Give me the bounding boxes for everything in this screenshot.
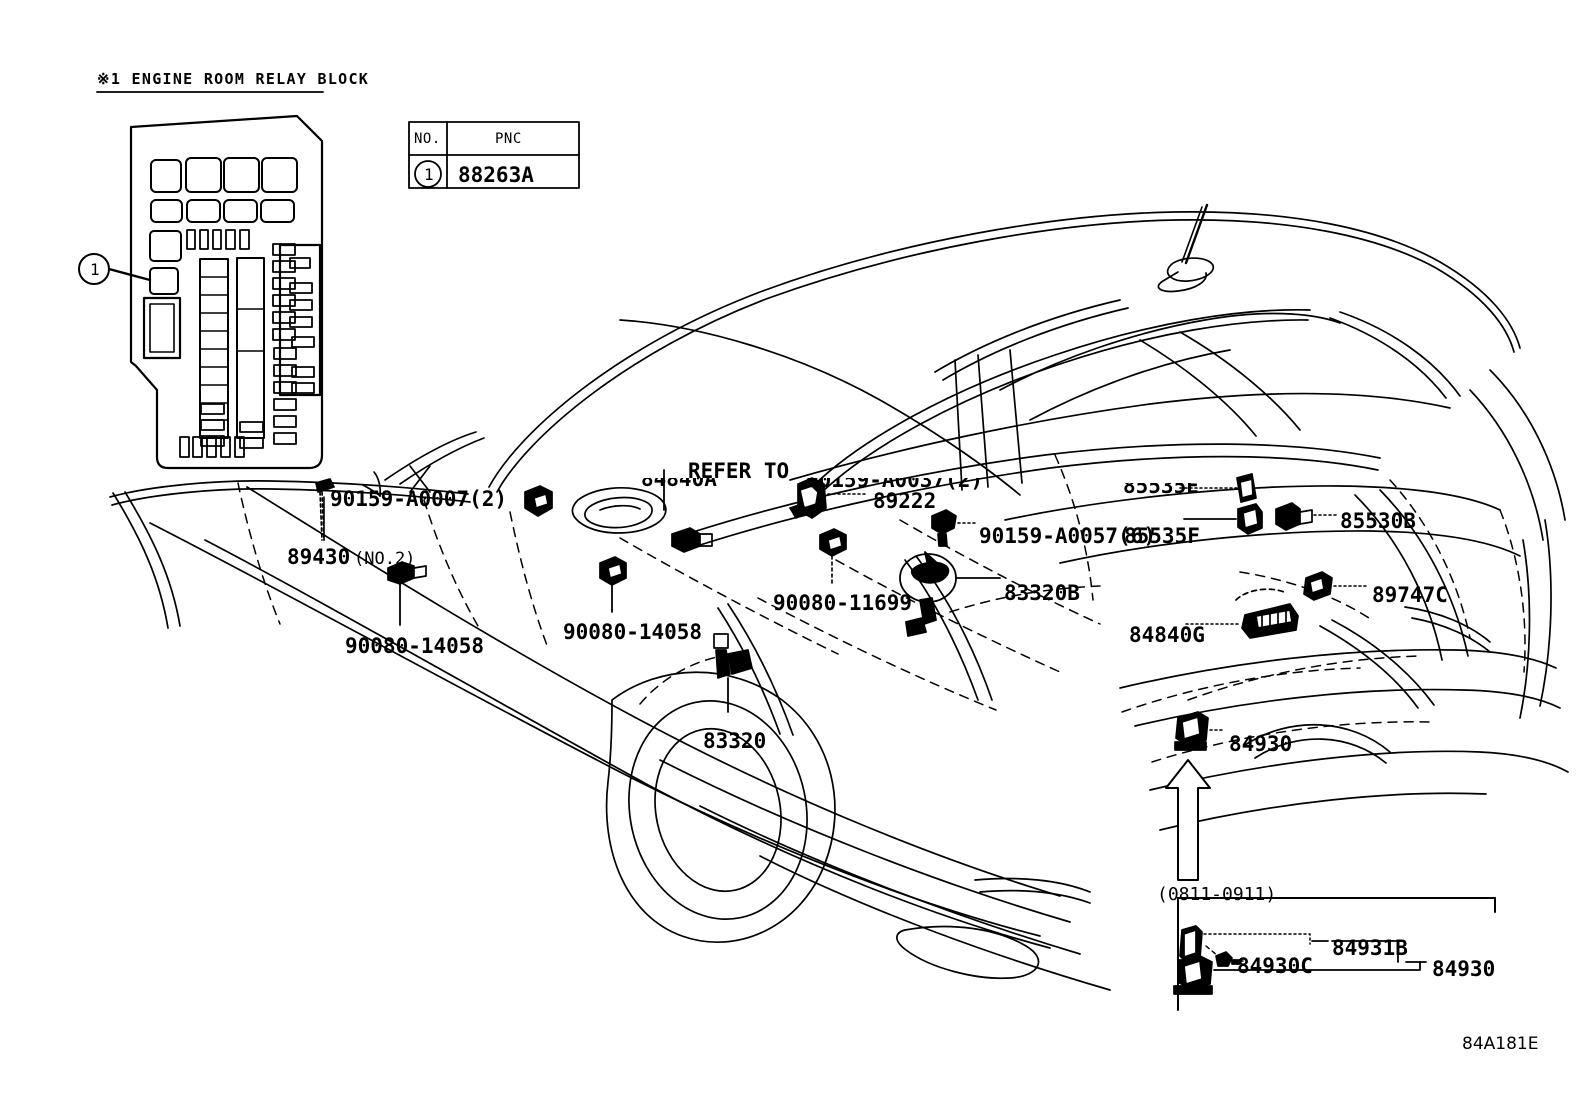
part-icon-84930-detail <box>1173 955 1213 995</box>
section-title: ※1 ENGINE ROOM RELAY BLOCK <box>97 70 370 88</box>
pnc-table-row-pnc: 88263A <box>458 163 534 187</box>
part-icon-90159-A0057 <box>931 509 957 547</box>
pnc-table-header-pnc: PNC <box>495 131 522 147</box>
relay-callout-leader <box>107 267 152 282</box>
part-icon-84930-main <box>1174 711 1209 751</box>
callout-84840G: 84840G <box>1129 623 1205 647</box>
part-icon-90080-14058-right <box>599 556 627 586</box>
callout-85530B: 85530B <box>1340 509 1416 533</box>
part-icon-90080-14058-left <box>524 485 553 517</box>
callout-84930C: 84930C <box>1237 954 1313 978</box>
car-body-outline <box>109 203 1569 991</box>
callout-84840A-clipped: 84840A <box>641 478 761 489</box>
callout-84930-detail: 84930 <box>1432 957 1496 981</box>
callout-89747C: 89747C <box>1372 583 1448 607</box>
callout-90159-A0057: 90159-A0057(6) <box>979 524 1157 548</box>
relay-block-outline <box>129 114 324 470</box>
callout-89430: 89430 <box>287 545 351 569</box>
callout-89430-suffix: (NO.2) <box>354 549 416 569</box>
relay-block-callout-number: 1 <box>90 260 100 279</box>
diagram-code: 84A181E <box>1462 1034 1539 1054</box>
part-icon-85535F <box>1237 503 1263 535</box>
pnc-table-grid <box>408 121 580 189</box>
callout-85535F: 85535F <box>1124 524 1200 548</box>
part-icon-90080-11699 <box>819 528 847 557</box>
pnc-table-row-number: 1 <box>424 165 434 184</box>
callout-90080-11699: 90080-11699 <box>773 591 913 615</box>
part-icon-retainer-handle <box>671 527 713 553</box>
antenna-rod <box>1184 203 1209 265</box>
part-icon-89430 <box>387 561 427 585</box>
callout-89222: 89222 <box>873 489 937 513</box>
part-icon-85530B <box>1275 502 1313 531</box>
part-icon-85535E <box>1236 473 1257 503</box>
part-icon-84930C <box>1215 951 1241 967</box>
part-icon-89222 <box>789 477 827 519</box>
callout-85535E-clipped: 85535E <box>1123 483 1199 496</box>
part-icon-84840A <box>571 487 667 534</box>
part-icon-84840G <box>1235 588 1299 639</box>
part-icon-83320B <box>899 551 957 637</box>
callout-refer-to: REFER TO <box>688 459 790 483</box>
part-icon-83320 <box>713 633 753 679</box>
callout-90159-A0007: 90159-A0007(2) <box>330 487 508 511</box>
callout-date-range: (0811-0911) <box>1157 884 1277 905</box>
pnc-row-number-circle <box>414 160 442 188</box>
callout-90159-A0037-clipped: 90159-A0037(2) <box>806 478 984 490</box>
detail-zoom-arrow <box>1165 759 1211 881</box>
callout-84931B: 84931B <box>1332 936 1408 960</box>
callout-83320B: 83320B <box>1004 581 1080 605</box>
relay-block-fuse-1 <box>149 267 179 295</box>
callout-83320: 83320 <box>703 729 767 753</box>
callout-90080-14058-right: 90080-14058 <box>563 620 703 644</box>
callout-84930-main: 84930 <box>1229 732 1293 756</box>
part-icon-90159-A0007 <box>315 478 335 541</box>
part-icon-89747C <box>1303 571 1333 601</box>
pnc-table-header-no: NO. <box>414 131 441 147</box>
callout-90080-14058-left: 90080-14058 <box>345 634 485 658</box>
